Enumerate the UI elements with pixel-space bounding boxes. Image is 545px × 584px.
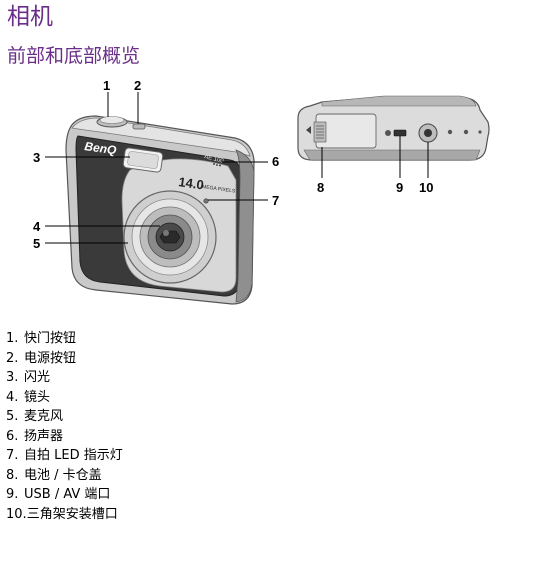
bottom-camera	[297, 95, 490, 161]
callout-7: 7	[272, 193, 279, 208]
page-title: 相机	[7, 4, 53, 30]
list-item: 2.电源按钮	[6, 350, 77, 366]
model-text: AE 100	[204, 154, 225, 165]
callout-8: 8	[317, 180, 324, 195]
callout-6: 6	[272, 154, 279, 169]
callout-5: 5	[33, 236, 40, 251]
callout-10: 10	[419, 180, 433, 195]
callout-9: 9	[396, 180, 403, 195]
list-item: 8.电池 / 卡仓盖	[6, 467, 102, 483]
callout-2: 2	[134, 78, 141, 93]
list-item: 5.麦克风	[6, 409, 64, 424]
megapixel-text: MEGA PIXELS	[202, 184, 237, 195]
megapixel-badge: 14.0	[178, 174, 205, 192]
camera-figure: BenQ 14.0 MEGA PIXELS AE 100	[33, 78, 490, 305]
list-item: 7.自拍 LED 指示灯	[6, 448, 123, 463]
callout-1: 1	[103, 78, 110, 93]
callout-3: 3	[33, 150, 40, 165]
section-title: 前部和底部概览	[7, 45, 141, 67]
list-item: 9.USB / AV 端口	[6, 487, 111, 502]
led-dot	[203, 198, 209, 204]
front-camera: BenQ 14.0 MEGA PIXELS AE 100	[65, 115, 255, 305]
list-item: 4.镜头	[6, 389, 51, 405]
callout-lines	[45, 92, 429, 244]
list-item: 1.快门按钮	[6, 331, 77, 346]
callout-4: 4	[33, 219, 41, 234]
list-item: 6.扬声器	[6, 428, 64, 444]
list-item: 3.闪光	[6, 370, 51, 385]
parts-list: 1.快门按钮 2.电源按钮 3.闪光 4.镜头 5.麦克风 6.扬声器 7.自拍…	[6, 329, 123, 524]
list-item: 10.三角架安装槽口	[6, 506, 118, 522]
brand-logo: BenQ	[84, 139, 118, 157]
